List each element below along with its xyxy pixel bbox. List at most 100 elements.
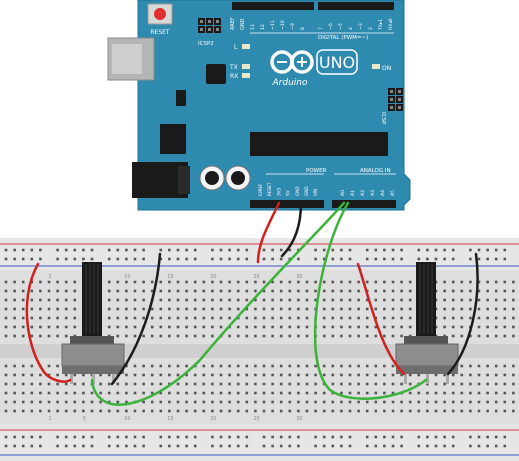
breadboard-hole xyxy=(469,307,472,311)
breadboard-hole xyxy=(211,400,214,404)
breadboard-hole xyxy=(348,325,352,329)
rail-hole xyxy=(219,257,223,261)
breadboard-hole xyxy=(365,280,369,284)
breadboard-hole xyxy=(271,409,274,413)
breadboard-hole xyxy=(228,364,231,368)
rail-hole xyxy=(211,435,214,439)
breadboard-hole xyxy=(297,325,300,329)
breadboard-hole xyxy=(142,400,145,404)
digital-pin-label: 12 xyxy=(260,24,266,30)
breadboard-hole xyxy=(254,382,257,386)
breadboard-hole xyxy=(469,382,472,386)
breadboard-hole xyxy=(193,391,197,395)
icsp2-pin-pad xyxy=(216,20,219,23)
breadboard-hole xyxy=(271,391,274,395)
breadboard-hole xyxy=(262,364,266,368)
breadboard-hole xyxy=(185,364,188,368)
breadboard-hole xyxy=(322,316,326,320)
breadboard-hole xyxy=(168,325,171,329)
capacitor-2-top xyxy=(231,171,245,185)
breadboard-hole xyxy=(99,373,102,377)
breadboard-hole xyxy=(262,373,266,377)
breadboard-hole xyxy=(21,400,25,404)
rail-hole xyxy=(90,435,94,439)
usb-connector-inner xyxy=(112,44,142,74)
breadboard-hole xyxy=(133,409,137,413)
breadboard-hole xyxy=(168,364,171,368)
breadboard-hole xyxy=(322,364,326,368)
rail-hole xyxy=(434,257,438,261)
breadboard-hole xyxy=(305,316,309,320)
capacitor-1-top xyxy=(205,171,219,185)
breadboard-hole xyxy=(365,391,369,395)
breadboard-hole xyxy=(116,334,120,338)
breadboard-hole xyxy=(451,307,455,311)
breadboard-hole xyxy=(116,316,120,320)
breadboard-hole xyxy=(245,373,249,377)
breadboard-hole xyxy=(443,409,446,413)
rail-hole xyxy=(142,435,145,439)
rail-hole xyxy=(400,257,403,261)
rail-hole xyxy=(434,435,438,439)
breadboard-hole xyxy=(228,280,231,284)
breadboard-hole xyxy=(271,400,274,404)
breadboard-hole xyxy=(4,289,8,293)
rail-hole xyxy=(185,257,188,261)
digital-pin-label: ~5 xyxy=(338,23,344,30)
rail-hole xyxy=(279,435,283,439)
breadboard-hole xyxy=(434,391,438,395)
breadboard-hole xyxy=(193,400,197,404)
breadboard-hole xyxy=(408,280,412,284)
breadboard-hole xyxy=(348,382,352,386)
breadboard-hole xyxy=(159,409,163,413)
breadboard-hole xyxy=(374,400,378,404)
breadboard-hole xyxy=(73,391,77,395)
rail-hole xyxy=(168,248,171,252)
breadboard-hole xyxy=(185,298,188,302)
breadboard-hole xyxy=(39,280,42,284)
breadboard-hole xyxy=(460,373,464,377)
breadboard-hole xyxy=(271,364,274,368)
rail-hole xyxy=(245,435,249,439)
breadboard-hole xyxy=(503,409,507,413)
breadboard-hole xyxy=(477,409,481,413)
rail-hole xyxy=(314,435,317,439)
breadboard-hole xyxy=(365,334,369,338)
rail-hole xyxy=(107,248,111,252)
breadboard-hole xyxy=(288,364,292,368)
logo-right-ring xyxy=(290,50,314,74)
breadboard-hole xyxy=(30,400,34,404)
rail-hole xyxy=(142,248,145,252)
breadboard-hole xyxy=(176,280,180,284)
rail-hole xyxy=(451,435,455,439)
breadboard-hole xyxy=(245,298,249,302)
breadboard-hole xyxy=(400,373,403,377)
breadboard-hole xyxy=(460,334,464,338)
rail-hole xyxy=(486,248,489,252)
breadboard-hole xyxy=(331,382,335,386)
breadboard-hole xyxy=(219,298,223,302)
breadboard-hole xyxy=(469,373,472,377)
breadboard-hole xyxy=(391,325,395,329)
breadboard-hole xyxy=(279,391,283,395)
breadboard-hole xyxy=(185,391,188,395)
breadboard-hole xyxy=(512,400,515,404)
breadboard-hole xyxy=(314,289,317,293)
rail-hole xyxy=(82,444,85,448)
breadboard-hole xyxy=(357,382,360,386)
board-pcb xyxy=(137,0,411,211)
breadboard-hole xyxy=(254,280,257,284)
rail-hole xyxy=(262,257,266,261)
rail-hole xyxy=(90,257,94,261)
breadboard-hole xyxy=(133,364,137,368)
breadboard-hole xyxy=(279,364,283,368)
breadboard-hole xyxy=(486,364,489,368)
column-number-top: 30 xyxy=(296,274,302,280)
rail-hole xyxy=(4,248,8,252)
breadboard-hole xyxy=(383,325,386,329)
breadboard-hole xyxy=(21,298,25,302)
breadboard-hole xyxy=(21,280,25,284)
rail-hole xyxy=(168,257,171,261)
